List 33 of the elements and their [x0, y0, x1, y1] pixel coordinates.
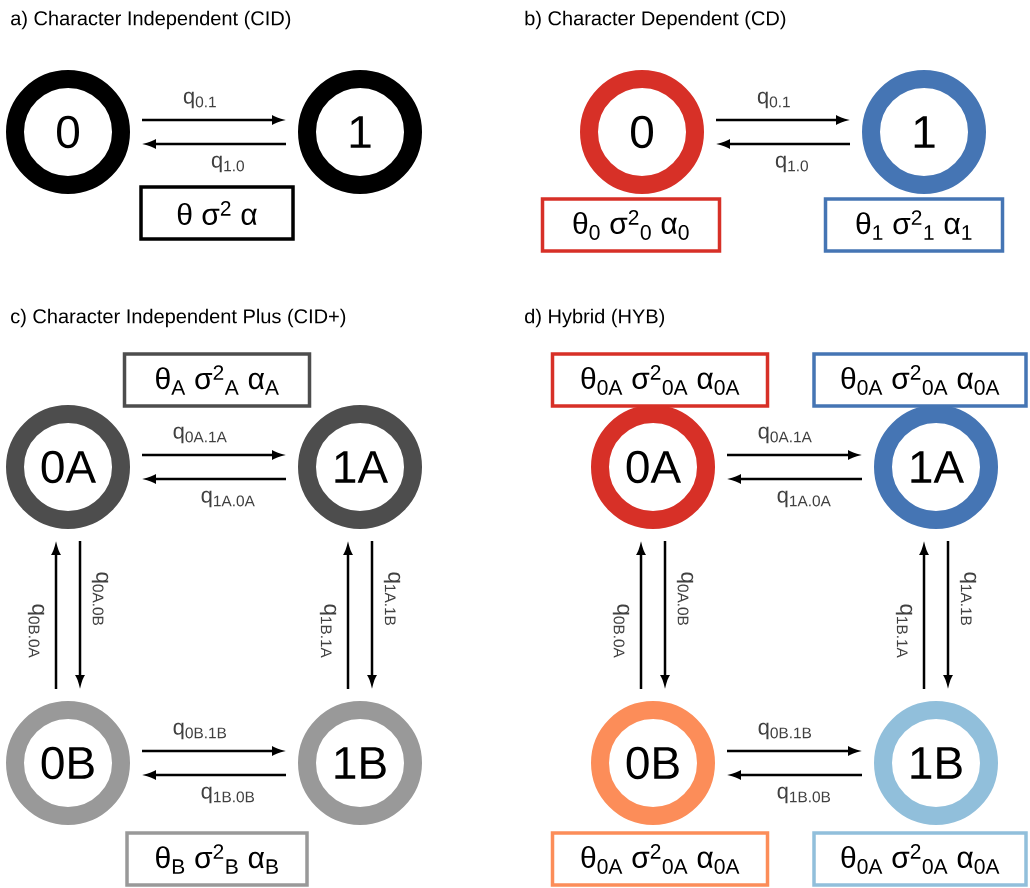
- rate-label: q$_{1A.1B}$: [383, 572, 401, 625]
- parameter-box: θ$_{A}$ σ$^{2}$$_{A}$ α$_{A}$: [122, 352, 312, 408]
- rate-label: q$_{0.1}$: [183, 91, 216, 109]
- rate-label: q$_{1B.1A}$: [895, 604, 913, 658]
- parameter-box: θ$_{0A}$ σ$^{2}$$_{0A}$ α$_{0A}$: [550, 352, 770, 408]
- rate-label: q$_{0A.0B}$: [91, 572, 109, 625]
- panel-title: a) Character Independent (CID): [11, 10, 291, 30]
- panel-title: b) Character Dependent (CD): [525, 10, 786, 30]
- panel-title: c) Character Independent Plus (CID+): [11, 308, 346, 328]
- rate-label: q$_{0A.0B}$: [676, 572, 694, 625]
- rate-label: q$_{1A.1B}$: [959, 572, 977, 625]
- parameter-box: θ$_{0A}$ σ$^{2}$$_{0A}$ α$_{0A}$: [812, 352, 1028, 408]
- rate-label: q$_{1.0}$: [211, 155, 244, 173]
- parameter-box: θ$_{0A}$ σ$^{2}$$_{0A}$ α$_{0A}$: [550, 831, 770, 887]
- parameter-box: θ$_{B}$ σ$^{2}$$_{B}$ α$_{B}$: [125, 831, 309, 887]
- rate-label: q$_{0A.1A}$: [173, 426, 227, 444]
- parameter-box: θ$_{0}$ σ$^{2}$$_{0}$ α$_{0}$: [540, 197, 722, 253]
- rate-label: q$_{1B.0B}$: [201, 786, 255, 804]
- parameter-box: θ σ$^{2}$ α: [139, 185, 295, 241]
- rate-label: q$_{0B.1B}$: [173, 722, 227, 740]
- rate-label: q$_{0B.1B}$: [758, 722, 812, 740]
- panel-title: d) Hybrid (HYB): [525, 308, 665, 328]
- rate-label: q$_{0B.0A}$: [27, 604, 45, 658]
- rate-label: q$_{0.1}$: [757, 91, 790, 109]
- parameter-box: θ$_{1}$ σ$^{2}$$_{1}$ α$_{1}$: [823, 197, 1005, 253]
- rate-label: q$_{1B.0B}$: [777, 786, 831, 804]
- rate-label: q$_{0B.0A}$: [612, 604, 630, 658]
- rate-label: q$_{1.0}$: [775, 155, 808, 173]
- rate-label: q$_{0A.1A}$: [758, 426, 812, 444]
- rate-label: q$_{1B.1A}$: [319, 604, 337, 658]
- parameter-box: θ$_{0A}$ σ$^{2}$$_{0A}$ α$_{0A}$: [812, 831, 1028, 887]
- rate-label: q$_{1A.0A}$: [201, 490, 255, 508]
- rate-label: q$_{1A.0A}$: [777, 490, 831, 508]
